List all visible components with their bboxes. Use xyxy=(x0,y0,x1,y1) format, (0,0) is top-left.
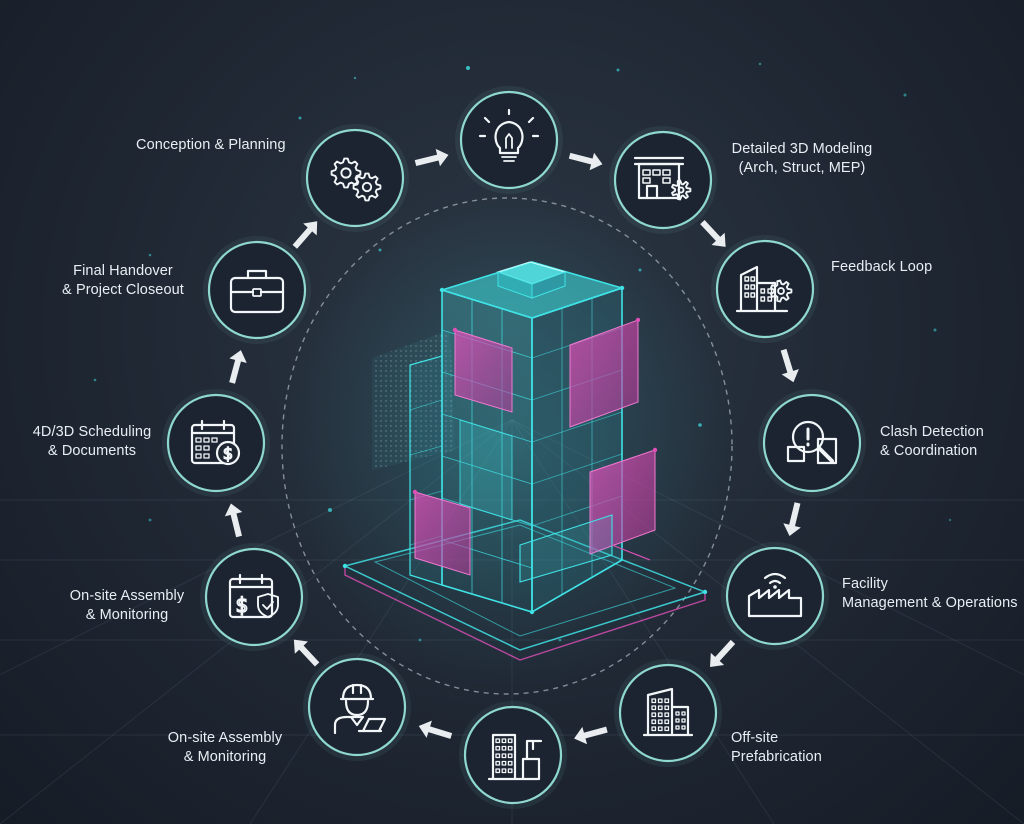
label-facility-line2: Management & Operations xyxy=(842,595,1018,611)
building-gear-icon xyxy=(633,156,692,201)
label-worker-line1: On-site Assembly xyxy=(167,730,283,746)
label-calshield-line1: On-site Assembly xyxy=(69,588,185,604)
label-facility-line1: Facility xyxy=(842,576,888,592)
svg-text:$: $ xyxy=(223,444,233,463)
label-clash-line1: Clash Detection xyxy=(880,424,984,440)
label-worker-line2: & Monitoring xyxy=(183,749,267,765)
label-caldollar: 4D/3D Scheduling & Documents xyxy=(22,423,162,461)
flow-arrow xyxy=(568,152,603,171)
label-calshield: On-site Assembly & Monitoring xyxy=(52,587,202,625)
node-ring xyxy=(307,657,407,757)
node-ring xyxy=(204,547,304,647)
label-offsite-line2: Prefabrication xyxy=(731,749,822,765)
flow-arrow xyxy=(229,350,247,384)
flow-arrow xyxy=(414,148,449,167)
label-feedback-line1: Feedback Loop xyxy=(831,259,933,275)
label-caldollar-line2: & Documents xyxy=(47,443,137,459)
node-ring xyxy=(463,705,563,805)
building-crane-icon xyxy=(487,733,543,781)
flow-arrow xyxy=(574,726,608,745)
dashed-orbit xyxy=(281,197,733,695)
flow-arrow xyxy=(418,720,453,739)
flow-arrow xyxy=(783,502,801,537)
stage-node-clash xyxy=(758,389,866,497)
stage-node-caldollar: $ xyxy=(162,389,270,497)
label-feedback: Feedback Loop xyxy=(831,258,932,277)
briefcase-icon xyxy=(229,269,285,314)
worker-laptop-icon xyxy=(333,683,387,735)
label-modeling: Detailed 3D Modeling (Arch, Struct, MEP) xyxy=(712,140,892,178)
node-ring xyxy=(725,546,825,646)
flow-arrow xyxy=(710,639,736,668)
node-ring xyxy=(762,393,862,493)
buildings-gear-icon xyxy=(735,265,793,313)
label-facility: Facility Management & Operations xyxy=(842,575,1018,613)
stage-node-feedback xyxy=(711,235,819,343)
label-briefcase: Final Handover & Project Closeout xyxy=(48,262,198,300)
label-conception: Conception & Planning xyxy=(136,136,286,155)
label-clash-line2: & Coordination xyxy=(880,443,978,459)
stage-node-briefcase xyxy=(203,236,311,344)
label-clash: Clash Detection & Coordination xyxy=(880,423,984,461)
building-hologram xyxy=(342,261,708,661)
stage-node-offsite xyxy=(614,659,722,767)
node-ring xyxy=(166,393,266,493)
factory-wifi-icon xyxy=(747,572,803,618)
label-caldollar-line1: 4D/3D Scheduling xyxy=(32,424,152,440)
flow-arrow xyxy=(293,639,320,667)
stage-node-modeling xyxy=(609,126,717,234)
stage-node-bulb xyxy=(455,86,563,194)
label-briefcase-line2: & Project Closeout xyxy=(62,282,184,298)
stage-node-calshield: $ xyxy=(200,543,308,651)
gears-icon xyxy=(330,157,382,202)
label-calshield-line2: & Monitoring xyxy=(85,607,169,623)
label-conception-line1: Conception & Planning xyxy=(136,137,286,153)
flow-arrow xyxy=(224,503,243,538)
office-building-icon xyxy=(642,687,694,737)
stage-node-facility xyxy=(721,542,829,650)
stage-node-gears xyxy=(301,124,409,232)
stage-node-worker xyxy=(303,653,411,761)
magnifier-alert-icon xyxy=(786,420,838,465)
flow-arrow xyxy=(292,221,318,249)
label-briefcase-line1: Final Handover xyxy=(73,263,173,279)
label-offsite-line1: Off-site xyxy=(731,730,779,746)
calendar-dollar-icon: $ xyxy=(190,419,241,466)
label-modeling-line1: Detailed 3D Modeling xyxy=(731,141,873,157)
lightbulb-icon xyxy=(478,108,540,162)
svg-text:$: $ xyxy=(236,593,249,617)
label-worker: On-site Assembly & Monitoring xyxy=(150,729,300,767)
node-ring xyxy=(459,90,559,190)
node-ring xyxy=(207,240,307,340)
flow-arrow xyxy=(780,348,799,383)
stage-node-crane xyxy=(459,701,567,809)
flow-arrow xyxy=(700,220,726,247)
label-offsite: Off-site Prefabrication xyxy=(731,729,822,767)
calendar-shield-icon: $ xyxy=(228,573,279,619)
label-modeling-line2: (Arch, Struct, MEP) xyxy=(738,160,866,176)
